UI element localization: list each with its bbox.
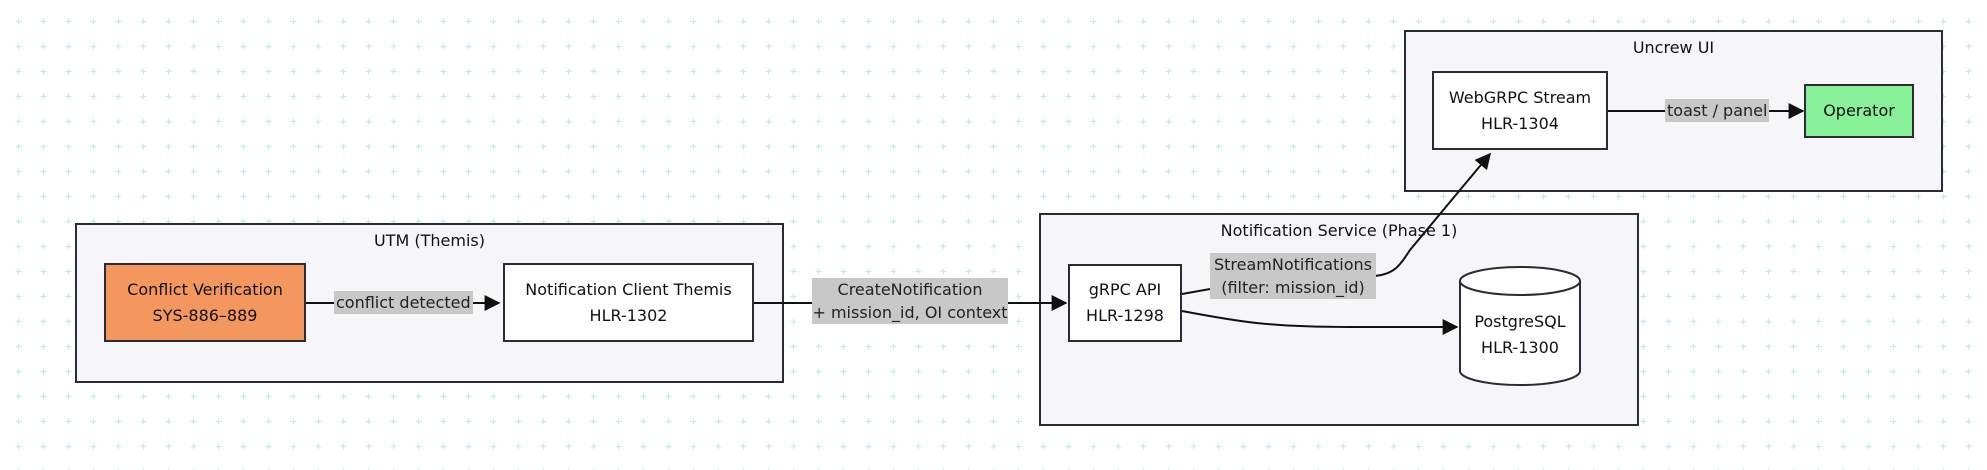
node-webgrpc-stream-title: WebGRPC Stream xyxy=(1448,87,1592,107)
node-grpc-api: gRPC API HLR-1298 xyxy=(1068,264,1182,342)
node-postgresql-title: PostgreSQL xyxy=(1474,312,1566,331)
edge-label-toast-panel: toast / panel xyxy=(1665,99,1770,122)
node-operator: Operator xyxy=(1804,84,1914,138)
node-conflict-verification-id: SYS-886–889 xyxy=(152,305,258,325)
node-webgrpc-stream-id: HLR-1304 xyxy=(1481,113,1559,133)
group-title-notification-service: Notification Service (Phase 1) xyxy=(1220,221,1458,240)
edge-label-stream-notifications-line2: (filter: mission_id) xyxy=(1221,278,1365,297)
node-postgresql-label: PostgreSQL HLR-1300 xyxy=(1458,309,1582,361)
node-grpc-api-id: HLR-1298 xyxy=(1086,306,1164,325)
group-title-utm-themis: UTM (Themis) xyxy=(374,231,485,250)
group-title-uncrew-ui: Uncrew UI xyxy=(1632,38,1715,57)
edge-label-stream-notifications-line1: StreamNotifications xyxy=(1213,255,1373,274)
edge-label-stream-notifications: StreamNotifications (filter: mission_id) xyxy=(1210,253,1376,299)
node-notification-client-id: HLR-1302 xyxy=(589,305,668,325)
node-webgrpc-stream: WebGRPC Stream HLR-1304 xyxy=(1432,71,1608,150)
node-operator-title: Operator xyxy=(1823,101,1895,120)
node-postgresql-id: HLR-1300 xyxy=(1481,338,1559,357)
edge-label-create-notification-line2: + mission_id, OI context xyxy=(812,303,1008,322)
node-conflict-verification-title: Conflict Verification xyxy=(127,279,283,299)
edge-grpc-to-postgres xyxy=(1181,310,1459,335)
node-postgresql-cylinder xyxy=(1459,266,1581,386)
node-conflict-verification: Conflict Verification SYS-886–889 xyxy=(104,263,306,342)
node-notification-client-title: Notification Client Themis xyxy=(525,279,732,299)
node-grpc-api-title: gRPC API xyxy=(1088,280,1162,299)
node-notification-client-themis: Notification Client Themis HLR-1302 xyxy=(503,263,754,342)
edge-label-create-notification-line1: CreateNotification xyxy=(837,280,983,299)
edge-label-conflict-detected: conflict detected xyxy=(334,291,473,314)
edge-label-create-notification: CreateNotification + mission_id, OI cont… xyxy=(812,278,1008,324)
